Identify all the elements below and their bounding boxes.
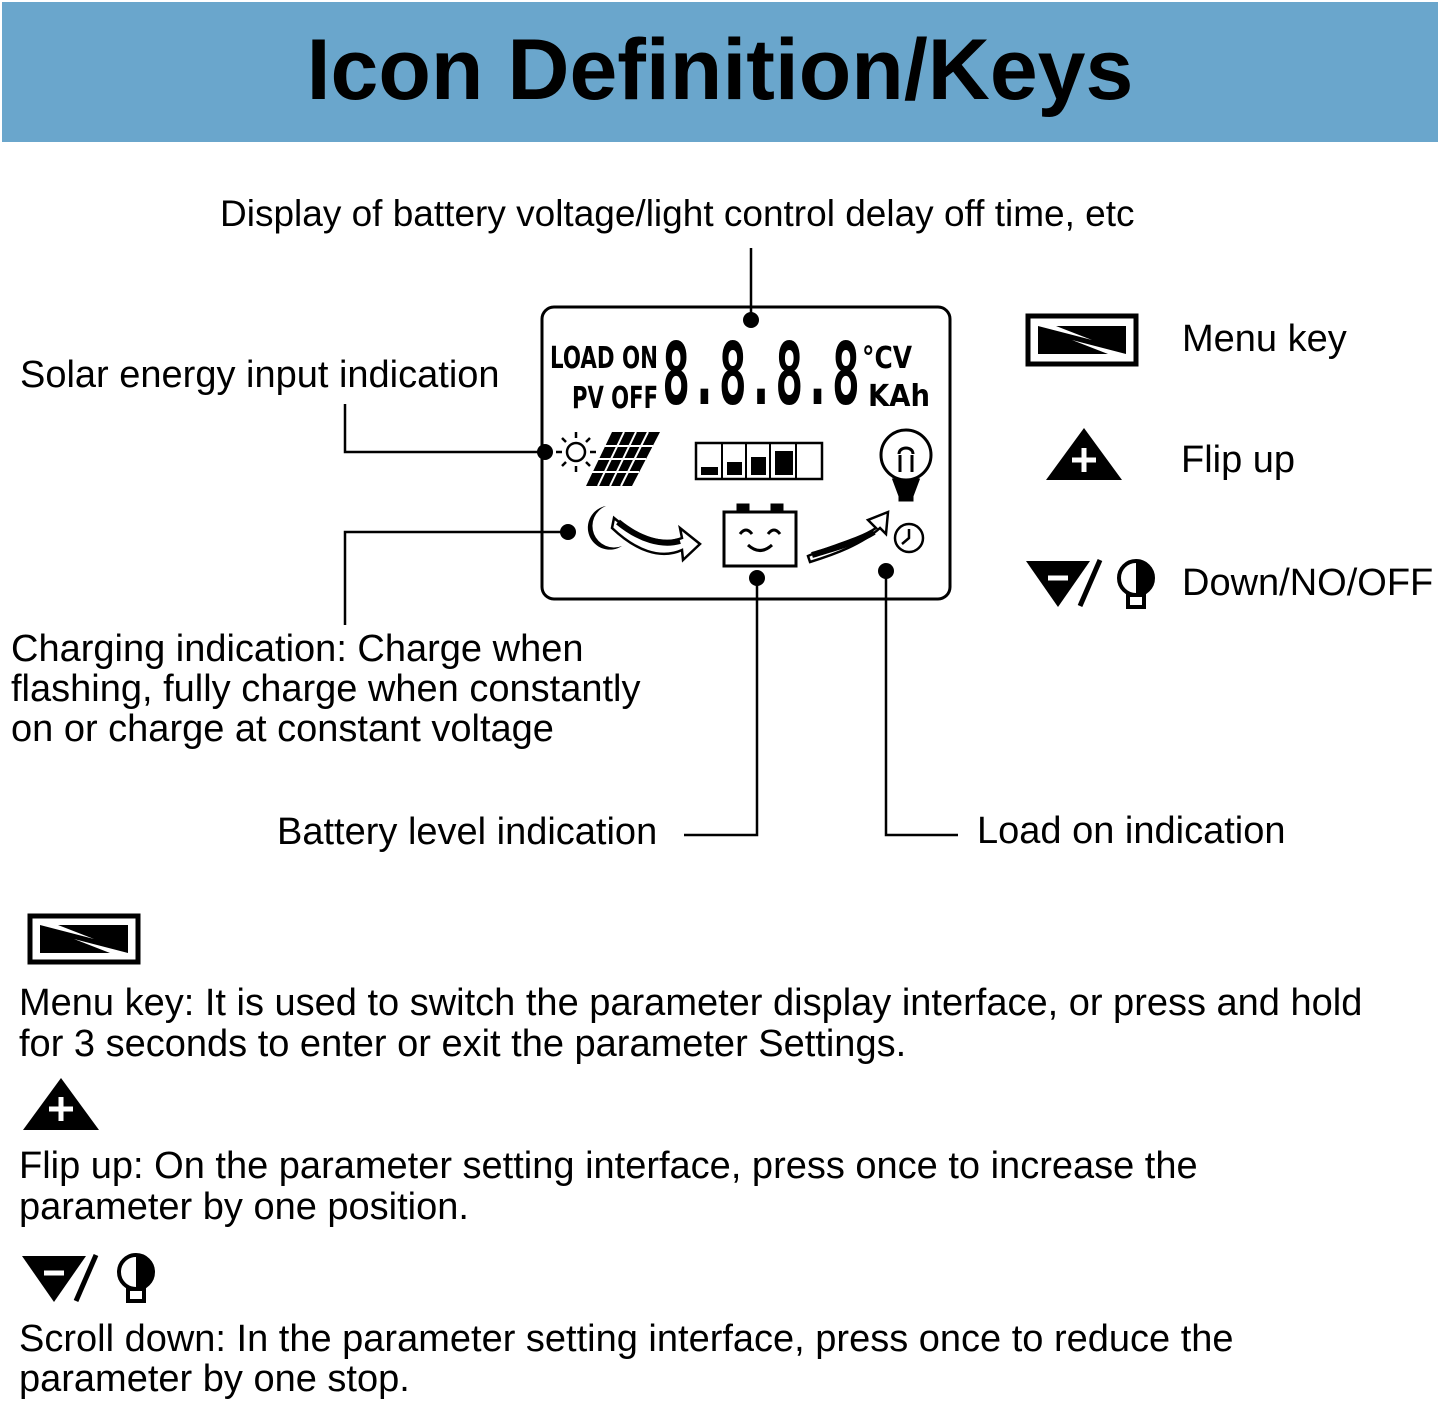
solar-callout: Solar energy input indication (20, 354, 500, 396)
page-title: Icon Definition/Keys (306, 22, 1134, 118)
lcd-unit-top: °CV (862, 341, 913, 376)
menu-key-label: Menu key (1182, 318, 1347, 360)
description-icons (22, 913, 155, 1303)
down-no-off-icon (1026, 559, 1155, 609)
menu-description-2: for 3 seconds to enter or exit the param… (19, 1023, 907, 1065)
up-description-1: Flip up: On the parameter setting interf… (19, 1145, 1198, 1187)
sun-icon (556, 432, 596, 472)
moon-icon (587, 506, 622, 550)
charge-arrow-left (610, 515, 702, 563)
menu-key-icon (27, 913, 141, 965)
lcd-diagram: LOAD ON PV OFF 8.8.8.8 °CV KAh (343, 248, 1155, 837)
lcd-digits: 8.8.8.8 (662, 325, 860, 425)
up-description-2: parameter by one position. (19, 1186, 469, 1228)
clock-icon (893, 522, 925, 554)
down-description-1: Scroll down: In the parameter setting in… (19, 1318, 1234, 1360)
lcd-load-on: LOAD ON (550, 341, 658, 376)
charging-callout-1: Charging indication: Charge when (11, 628, 584, 670)
flip-up-icon (1046, 428, 1122, 480)
battery-bars-icon (694, 441, 824, 481)
lcd-unit-bottom: KAh (868, 379, 930, 414)
charging-callout-2: flashing, fully charge when constantly (11, 668, 641, 710)
menu-description-1: Menu key: It is used to switch the param… (19, 982, 1363, 1024)
down-label: Down/NO/OFF (1182, 562, 1434, 604)
flip-up-icon (23, 1078, 99, 1130)
callout-lines (343, 248, 958, 837)
solar-panel-icon (586, 431, 660, 487)
battery-face-icon (722, 503, 798, 568)
bulb-icon (879, 428, 933, 502)
load-callout: Load on indication (977, 810, 1286, 852)
header-banner: Icon Definition/Keys (2, 2, 1438, 142)
callout-dots (537, 312, 894, 586)
flip-up-label: Flip up (1181, 439, 1296, 481)
lcd-pv-off: PV OFF (572, 381, 658, 416)
battery-callout: Battery level indication (277, 811, 658, 853)
load-arrow-right (806, 510, 890, 564)
down-no-off-icon (22, 1253, 155, 1303)
menu-key-icon (1025, 313, 1139, 367)
down-description-2: parameter by one stop. (19, 1358, 410, 1400)
display-callout: Display of battery voltage/light control… (220, 193, 1135, 234)
charging-callout-3: on or charge at constant voltage (11, 708, 554, 750)
